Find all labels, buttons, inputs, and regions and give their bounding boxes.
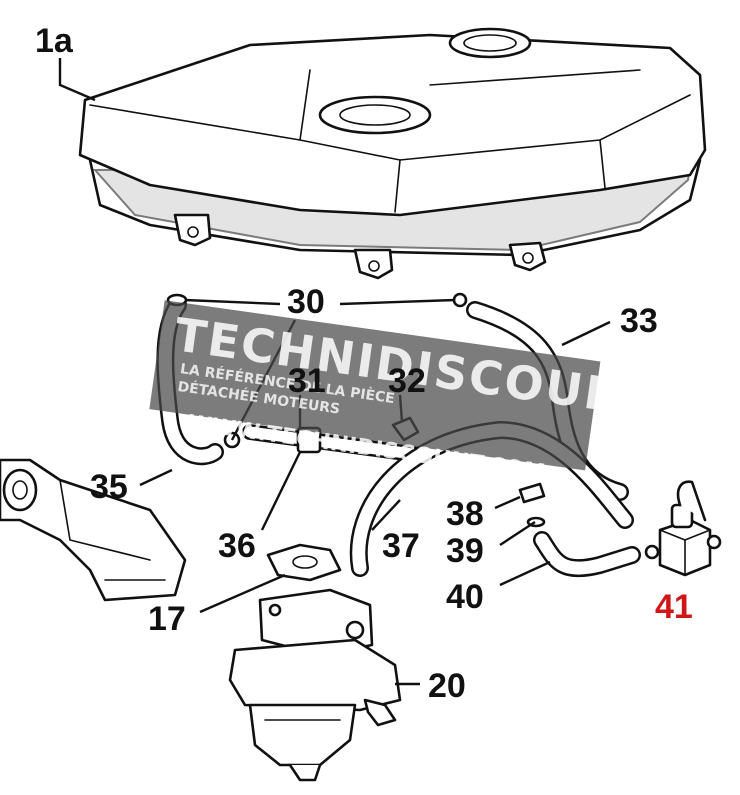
hose-40 — [533, 531, 641, 578]
label-39: 39 — [446, 532, 484, 570]
label-33: 33 — [620, 302, 658, 340]
label-30: 30 — [287, 283, 325, 321]
gasket-17 — [266, 543, 342, 582]
label-31: 31 — [288, 362, 326, 400]
label-32: 32 — [388, 362, 426, 400]
label-38: 38 — [446, 495, 484, 533]
label-36: 36 — [218, 527, 256, 565]
label-40: 40 — [446, 578, 484, 616]
label-20: 20 — [428, 667, 466, 705]
fuel-tank — [78, 27, 707, 280]
carburetor-20 — [228, 588, 402, 782]
intake-manifold — [0, 458, 187, 602]
label-1a: 1a — [35, 22, 74, 60]
label-17: 17 — [148, 600, 186, 638]
clip-38 — [518, 482, 546, 504]
label-37: 37 — [382, 527, 420, 565]
callout-labels: 1a 30 31 32 33 35 36 37 38 39 40 41 17 2… — [35, 22, 693, 705]
fuel-pump-41 — [644, 480, 722, 577]
label-41: 41 — [655, 588, 693, 626]
label-35: 35 — [90, 468, 128, 506]
